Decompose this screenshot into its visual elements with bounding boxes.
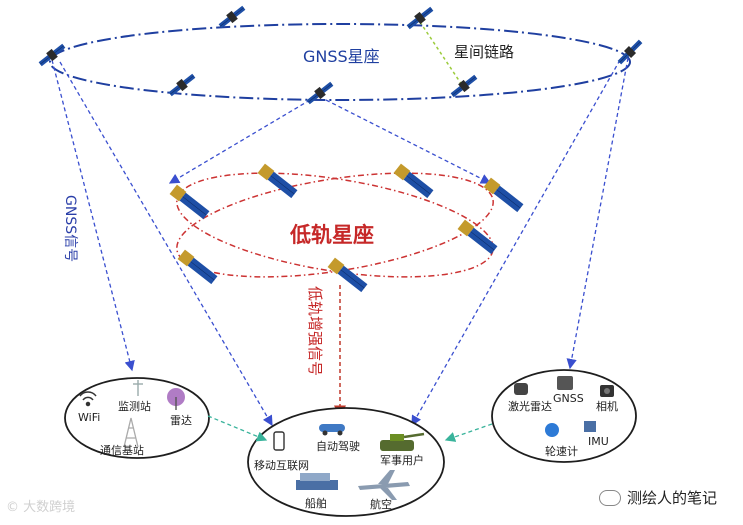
leo-satellite [393,163,435,200]
inter-satellite-link-line [419,21,465,89]
gnss-satellite [36,41,68,69]
base-station-icon [123,417,139,448]
gnss-satellite [404,4,436,32]
base-station-label: 通信基站 [100,443,144,457]
gnss-satellite [304,79,336,107]
leo-satellite [257,163,299,200]
leo-constellation-label: 低轨星座 [289,223,374,247]
right-group-panel: 激光雷达 GNSS 相机 轮速计 IMU [491,369,637,463]
phone-icon [273,431,285,451]
sensor-links [207,415,493,442]
odometer-icon [545,423,559,437]
gnss-orbit [49,23,631,101]
lidar-icon [514,383,528,395]
imu-label: IMU [588,435,609,448]
imu-icon [584,421,596,432]
wifi-icon [79,391,97,407]
odometer-label: 轮速计 [545,444,578,458]
left-group-panel: WiFi 监测站 雷达 通信基站 [64,377,210,459]
military-users-label: 军事用户 [380,453,424,467]
wifi-label: WiFi [78,411,100,424]
autonomous-driving-label: 自动驾驶 [316,439,360,453]
watermark-right: 测绘人的笔记 [598,487,717,508]
tank-icon [380,432,425,451]
tower-icon [133,380,143,396]
center-group-panel: 移动互联网 自动驾驶 军事用户 船舶 航空 [247,407,445,517]
monitoring-station-label: 监测站 [118,399,151,413]
gnss-constellation-label: GNSS星座 [303,47,380,66]
mobile-internet-label: 移动互联网 [254,459,309,472]
radar-label: 雷达 [170,414,192,427]
camera-icon [600,385,614,397]
ships-label: 船舶 [305,496,327,510]
aviation-label: 航空 [370,497,392,511]
gnss-signal-label: GNSS信号 [62,195,78,262]
lidar-label: 激光雷达 [508,399,552,413]
airplane-icon [358,470,410,500]
radar-icon [167,388,185,410]
wechat-icon [598,489,621,506]
watermark-right-text: 测绘人的笔记 [626,489,717,507]
leo-satellite [483,177,525,214]
camera-label: 相机 [596,399,618,413]
leo-satellite [177,249,219,286]
gnss-signal-arrows [51,57,629,427]
watermark-left: © 大数跨境 [6,500,76,515]
gnss-receiver-icon [557,376,573,390]
leo-satellite [169,184,211,221]
ship-icon [296,473,338,490]
leo-augmentation-signal-label: 低轨增强信号 [306,286,324,376]
gnss-label: GNSS [553,392,584,405]
car-icon [319,424,345,436]
inter-satellite-link-label: 星间链路 [454,43,514,61]
